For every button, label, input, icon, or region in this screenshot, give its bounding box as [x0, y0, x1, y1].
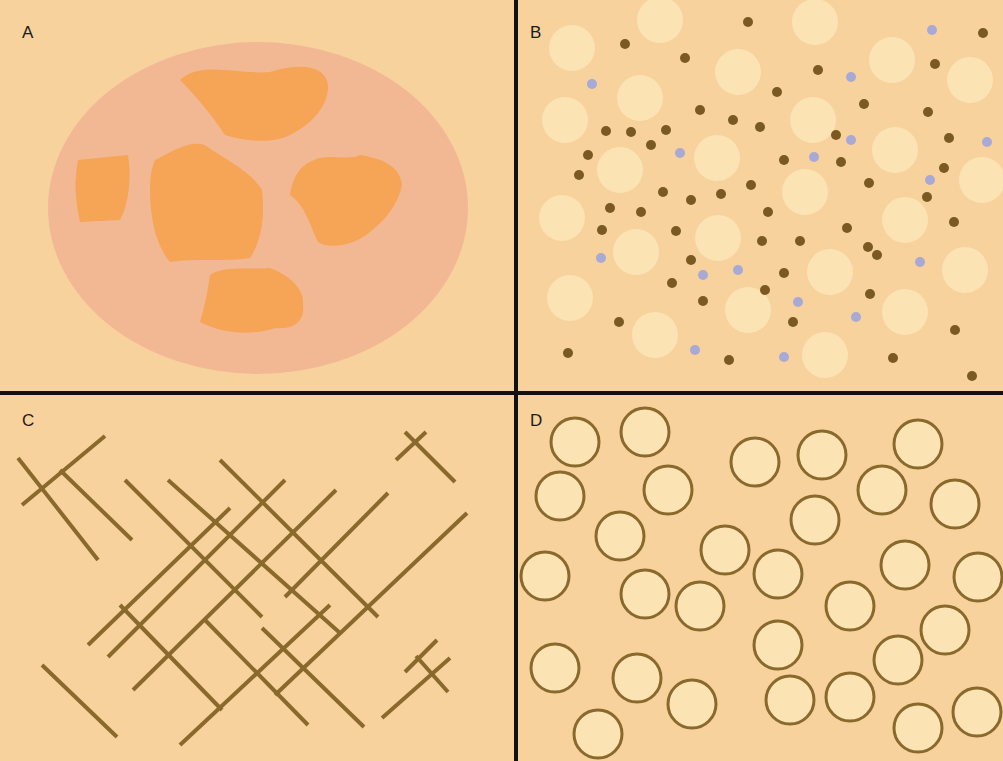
panel-label: A [22, 24, 33, 41]
brown-dots [563, 17, 988, 381]
panel-a-art [48, 42, 468, 374]
panel-b-art [539, 0, 1003, 381]
ringed-circles [521, 408, 1002, 758]
panel-label: D [530, 412, 542, 429]
divider-horizontal [0, 391, 1003, 395]
purple-dots [587, 25, 992, 362]
orange-blobs [76, 67, 402, 333]
divider-vertical [514, 0, 518, 761]
pale-circles [539, 0, 1003, 378]
cell-ellipse [48, 42, 468, 374]
panel-label: C [22, 412, 34, 429]
panel-label: B [530, 24, 541, 41]
fiber-lines [18, 432, 467, 745]
